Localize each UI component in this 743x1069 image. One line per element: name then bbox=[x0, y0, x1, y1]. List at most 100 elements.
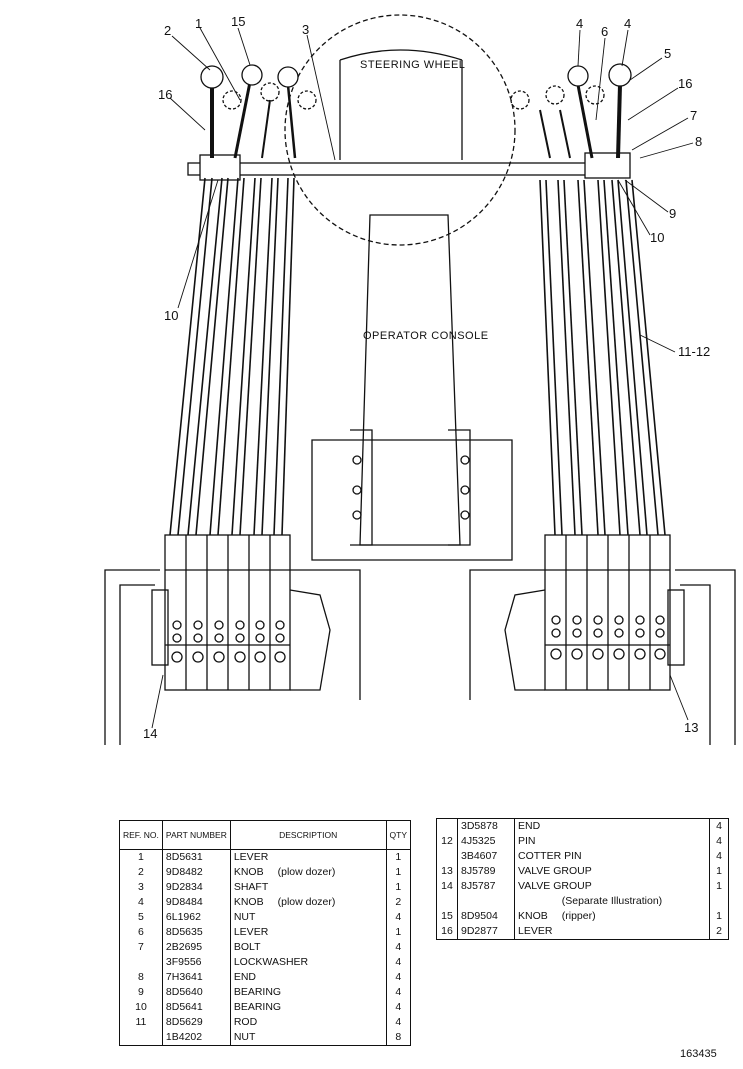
part-number-cell: 8D9504 bbox=[457, 909, 515, 924]
callout-14: 14 bbox=[143, 726, 157, 741]
part-number-cell: 3B4607 bbox=[457, 849, 515, 864]
callout-4-b: 4 bbox=[624, 16, 631, 31]
description-cell: END bbox=[514, 818, 710, 834]
description-cell: LOCKWASHER bbox=[230, 955, 387, 970]
qty-cell: 1 bbox=[395, 881, 402, 893]
qty-cell: 2 bbox=[395, 896, 402, 908]
description-text: COTTER PIN bbox=[518, 850, 582, 862]
description-text: NUT bbox=[233, 911, 256, 923]
right-valve-group bbox=[504, 534, 685, 691]
ref-no-cell bbox=[119, 1030, 163, 1046]
qty-cell: 4 bbox=[716, 835, 722, 847]
ref-no-cell: 13 bbox=[436, 864, 458, 879]
description-cell: KNOB (plow dozer) bbox=[230, 865, 387, 880]
callout-15: 15 bbox=[231, 14, 245, 29]
ref-no-cell: 4 bbox=[119, 895, 163, 910]
description-note: (plow dozer) bbox=[277, 896, 336, 908]
part-number-cell: 8D5629 bbox=[162, 1015, 231, 1030]
ref-no-cell: 11 bbox=[119, 1015, 163, 1030]
ref-no-cell: 7 bbox=[119, 940, 163, 955]
description-cell: ROD bbox=[230, 1015, 387, 1030]
ref-no-cell bbox=[436, 818, 458, 834]
right-lever-group bbox=[510, 63, 632, 159]
ref-no-cell bbox=[119, 955, 163, 970]
description-text: ROD bbox=[233, 1016, 258, 1028]
machine-frame bbox=[104, 569, 736, 745]
cross-shaft bbox=[187, 162, 629, 176]
part-number-cell: 8D5641 bbox=[162, 1000, 231, 1015]
qty-cell: 2 bbox=[716, 925, 722, 937]
qty-cell: 4 bbox=[395, 956, 402, 968]
ref-no-cell: 5 bbox=[119, 910, 163, 925]
qty-cell: 4 bbox=[395, 941, 402, 953]
description-cell: LEVER bbox=[514, 924, 710, 940]
header-description: DESCRIPTION bbox=[230, 820, 387, 850]
callout-11-12: 11-12 bbox=[678, 344, 710, 359]
callout-10-left: 10 bbox=[164, 308, 178, 323]
ref-no-cell: 8 bbox=[119, 970, 163, 985]
description-cell: NUT bbox=[230, 910, 387, 925]
ref-no-cell bbox=[436, 849, 458, 864]
callout-4-a: 4 bbox=[576, 16, 583, 31]
description-text: BEARING bbox=[233, 1001, 282, 1013]
operator-console-label: OPERATOR CONSOLE bbox=[363, 330, 489, 342]
description-cell: VALVE GROUP bbox=[514, 879, 710, 894]
left-control-rods bbox=[169, 177, 295, 536]
console-bracket-left bbox=[350, 429, 373, 546]
ref-no-cell: 9 bbox=[119, 985, 163, 1000]
part-number-cell: 3D5878 bbox=[457, 818, 515, 834]
console-bracket-right bbox=[448, 429, 471, 546]
description-text: KNOB bbox=[233, 896, 264, 908]
header-part-number: PART NUMBER bbox=[162, 820, 231, 850]
ref-no-cell: 14 bbox=[436, 879, 458, 894]
description-text: LEVER bbox=[518, 925, 553, 937]
description-note: (plow dozer) bbox=[277, 866, 336, 878]
ref-no-cell: 10 bbox=[119, 1000, 163, 1015]
part-number-cell: 8D5631 bbox=[162, 849, 231, 865]
part-number-cell: 8D5635 bbox=[162, 925, 231, 940]
part-number-cell: 9D8484 bbox=[162, 895, 231, 910]
qty-cell: 1 bbox=[395, 926, 402, 938]
figure-number: 163435 bbox=[680, 1048, 717, 1060]
part-number-cell: 2B2695 bbox=[162, 940, 231, 955]
description-text: LEVER bbox=[233, 926, 269, 938]
description-cell: BEARING bbox=[230, 1000, 387, 1015]
callout-10-right: 10 bbox=[650, 230, 664, 245]
description-cell: (Separate Illustration) bbox=[514, 894, 710, 909]
right-control-rods bbox=[539, 179, 666, 536]
ref-no-cell: 3 bbox=[119, 880, 163, 895]
description-cell: BEARING bbox=[230, 985, 387, 1000]
description-cell: LEVER bbox=[230, 925, 387, 940]
description-text: VALVE GROUP bbox=[518, 865, 592, 877]
callout-3: 3 bbox=[302, 22, 309, 37]
part-number-cell: 1B4202 bbox=[162, 1030, 231, 1046]
callout-2: 2 bbox=[164, 23, 171, 38]
qty-cell: 4 bbox=[395, 971, 402, 983]
ref-no-cell bbox=[436, 894, 458, 909]
description-cell: PIN bbox=[514, 834, 710, 849]
part-number-cell: 7H3641 bbox=[162, 970, 231, 985]
table-row: (Separate Illustration) bbox=[436, 894, 729, 909]
callout-7: 7 bbox=[690, 108, 697, 123]
console-base bbox=[311, 439, 513, 561]
qty-cell: 4 bbox=[395, 1001, 402, 1013]
description-text: KNOB bbox=[233, 866, 264, 878]
qty-cell: 1 bbox=[395, 866, 402, 878]
